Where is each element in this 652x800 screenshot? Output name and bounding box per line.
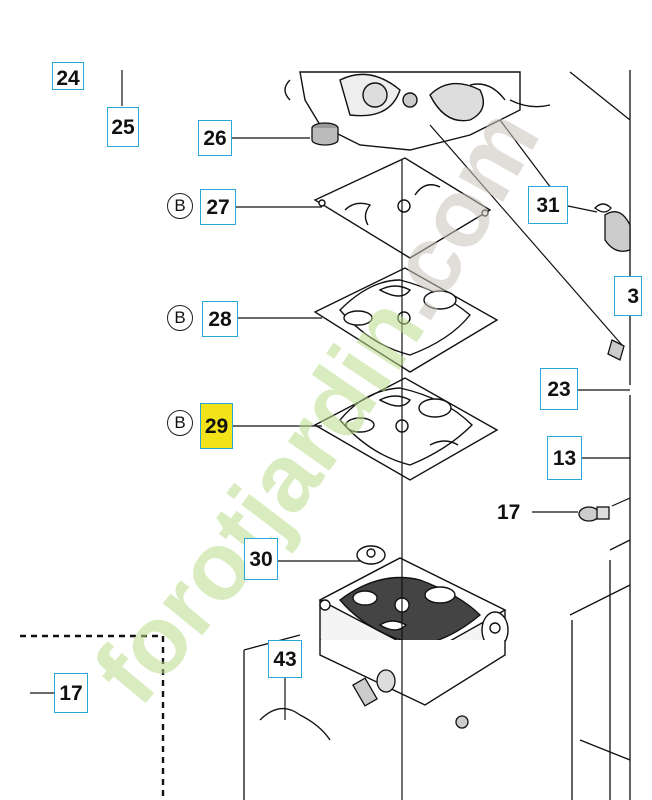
callout-23: 23 [540,368,578,410]
callout-29-highlighted: 29 [200,403,233,449]
callout-43: 43 [268,640,302,678]
callout-25: 25 [107,107,139,147]
group-marker-b-29: B [167,410,193,436]
right-side-parts [569,203,631,800]
group-marker-b-28: B [167,305,193,331]
diagram-frame [569,70,631,800]
callout-30: 30 [244,538,278,580]
part-26-plug [311,122,339,146]
gasket-29 [313,377,499,481]
gasket-28 [313,267,499,373]
callout-13: 13 [547,436,582,480]
callout-3x: 3 [614,276,642,316]
pump-body-30 [318,545,509,706]
dashed-border [20,634,165,800]
screw-43 [352,669,396,707]
carburetor-body [284,71,551,151]
callout-28: 28 [202,301,238,337]
callout-27: 27 [200,189,236,225]
callout-31: 31 [528,186,568,224]
callout-26: 26 [198,120,232,156]
callout-17-lower: 17 [54,673,88,713]
callout-24: 24 [52,62,84,90]
label-17-screw: 17 [497,501,521,524]
group-marker-b-27: B [167,193,193,219]
screw-17 [578,506,610,522]
leader-lines [30,70,631,720]
